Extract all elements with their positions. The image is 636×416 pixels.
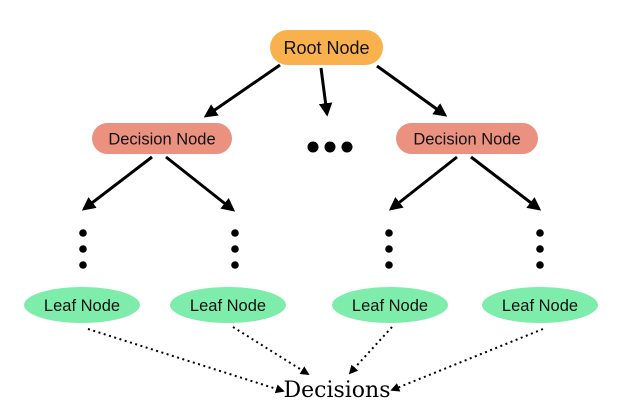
arrow-root-to-right-decision bbox=[376, 64, 448, 117]
ellipsis-dot bbox=[536, 261, 544, 269]
leaf-node-3: Leaf Node bbox=[332, 287, 448, 323]
leaf-node-1-label: Leaf Node bbox=[44, 297, 120, 315]
root-node-label: Root Node bbox=[283, 38, 369, 58]
decision-node-left-label: Decision Node bbox=[108, 131, 215, 149]
horizontal-ellipsis bbox=[307, 141, 353, 153]
vertical-ellipsis-3 bbox=[385, 229, 393, 269]
dotted-arrow-leaf2-to-decisions bbox=[232, 326, 310, 375]
ellipsis-dot bbox=[79, 229, 87, 237]
root-node-shape bbox=[270, 30, 383, 65]
decision-node-left-shape bbox=[92, 123, 232, 154]
leaf-node-4-label: Leaf Node bbox=[502, 297, 578, 315]
ellipsis-dot bbox=[341, 141, 353, 153]
decision-node-right-shape bbox=[396, 123, 538, 154]
dotted-arrow-leaf3-to-decisions bbox=[348, 326, 393, 375]
leaf-node-4: Leaf Node bbox=[482, 287, 598, 323]
ellipsis-dot bbox=[231, 229, 239, 237]
leaf-node-2-label: Leaf Node bbox=[190, 297, 266, 315]
ellipsis-dot bbox=[385, 245, 393, 253]
ellipsis-dot bbox=[385, 261, 393, 269]
arrow-left-decision-to-leaf2 bbox=[165, 155, 236, 212]
leaf-node-2-shape bbox=[170, 287, 286, 323]
ellipsis-dot bbox=[536, 245, 544, 253]
leaf-node-1-shape bbox=[24, 287, 140, 323]
decision-node-left: Decision Node bbox=[92, 123, 232, 154]
vertical-ellipsis-1 bbox=[79, 229, 87, 269]
decision-node-right-label: Decision Node bbox=[413, 131, 520, 149]
dotted-arrow-leaf4-to-decisions bbox=[390, 328, 544, 392]
leaf-node-3-shape bbox=[332, 287, 448, 323]
ellipsis-dot bbox=[231, 261, 239, 269]
ellipsis-dot bbox=[79, 245, 87, 253]
ellipsis-dot bbox=[231, 245, 239, 253]
leaf-node-1: Leaf Node bbox=[24, 287, 140, 323]
decision-node-right: Decision Node bbox=[396, 123, 538, 154]
leaf-node-2: Leaf Node bbox=[170, 287, 286, 323]
leaf-node-3-label: Leaf Node bbox=[352, 297, 428, 315]
arrow-root-to-left-decision bbox=[203, 63, 281, 118]
arrow-root-to-middle bbox=[318, 67, 333, 117]
arrow-left-decision-to-leaf1 bbox=[81, 155, 153, 211]
arrow-right-decision-to-leaf4 bbox=[470, 155, 542, 211]
leaf-node-4-shape bbox=[482, 287, 598, 323]
vertical-ellipsis-2 bbox=[231, 229, 239, 269]
root-node: Root Node bbox=[270, 30, 383, 65]
ellipsis-dot bbox=[307, 141, 319, 153]
ellipsis-dot bbox=[324, 141, 336, 153]
vertical-ellipsis-4 bbox=[536, 229, 544, 269]
arrow-right-decision-to-leaf3 bbox=[388, 155, 458, 211]
dotted-arrow-leaf1-to-decisions bbox=[87, 328, 285, 394]
ellipsis-dot bbox=[536, 229, 544, 237]
decisions-label: Decisions bbox=[283, 378, 390, 403]
ellipsis-dot bbox=[79, 261, 87, 269]
ellipsis-dot bbox=[385, 229, 393, 237]
